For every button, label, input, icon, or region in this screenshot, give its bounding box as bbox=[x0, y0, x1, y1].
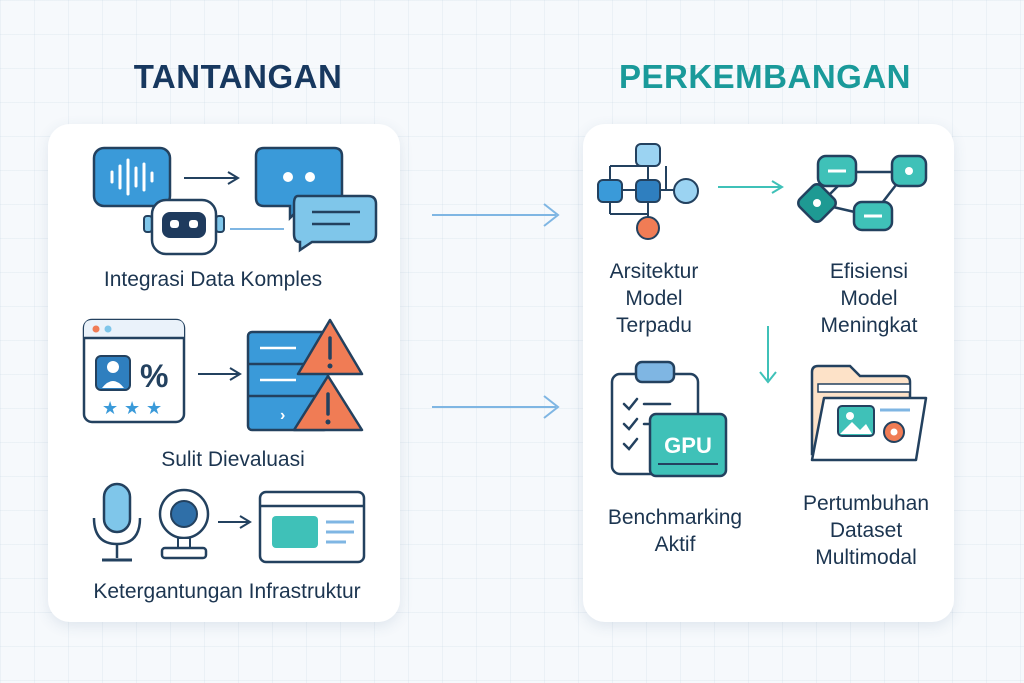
webcam-icon bbox=[158, 488, 210, 560]
server-warning-icon: › bbox=[246, 318, 364, 432]
audio-wave-icon bbox=[92, 146, 172, 208]
arrow-icon bbox=[218, 515, 252, 529]
arrow-icon bbox=[718, 180, 784, 194]
label-benchmarking-aktif: Benchmarking Aktif bbox=[607, 506, 743, 556]
chat-bubbles-icon bbox=[254, 146, 378, 253]
label-efisiensi-model-meningkat: Efisiensi Model Meningkat bbox=[820, 260, 918, 337]
linked-nodes-icon bbox=[797, 154, 928, 232]
connector-line bbox=[230, 228, 284, 230]
arrow-icon bbox=[184, 171, 240, 185]
svg-text:%: % bbox=[140, 358, 168, 394]
svg-text:★: ★ bbox=[124, 398, 140, 419]
down-arrow-icon bbox=[759, 326, 777, 384]
robot-icon bbox=[143, 198, 225, 256]
svg-text:★: ★ bbox=[102, 398, 118, 419]
label-arsitektur-model-terpadu: Arsitektur Model Terpadu bbox=[609, 260, 699, 337]
label-ketergantungan-infrastruktur: Ketergantungan Infrastruktur bbox=[93, 580, 361, 603]
clipboard-gpu-icon: GPU bbox=[610, 360, 728, 478]
heading-perkembangan: PERKEMBANGAN bbox=[618, 58, 911, 95]
label-pertumbuhan-dataset-multimodal: Pertumbuhan Dataset Multimodal bbox=[802, 492, 930, 569]
label-sulit-dievaluasi: Sulit Dievaluasi bbox=[161, 448, 305, 471]
arrow-icon bbox=[198, 367, 242, 381]
folder-image-icon bbox=[810, 364, 928, 462]
heading-tantangan: TANTANGAN bbox=[133, 58, 343, 95]
center-arrow-bottom bbox=[432, 395, 560, 419]
rating-window-icon: % ★ ★ ★ bbox=[82, 318, 186, 424]
microphone-icon bbox=[92, 482, 142, 562]
center-arrow-top bbox=[432, 203, 560, 227]
gpu-text: GPU bbox=[664, 433, 712, 458]
browser-window-icon bbox=[258, 490, 366, 564]
svg-text:★: ★ bbox=[146, 398, 162, 419]
svg-text:›: › bbox=[280, 407, 285, 424]
network-nodes-icon bbox=[597, 143, 699, 240]
label-integrasi-data: Integrasi Data Komples bbox=[103, 268, 323, 291]
